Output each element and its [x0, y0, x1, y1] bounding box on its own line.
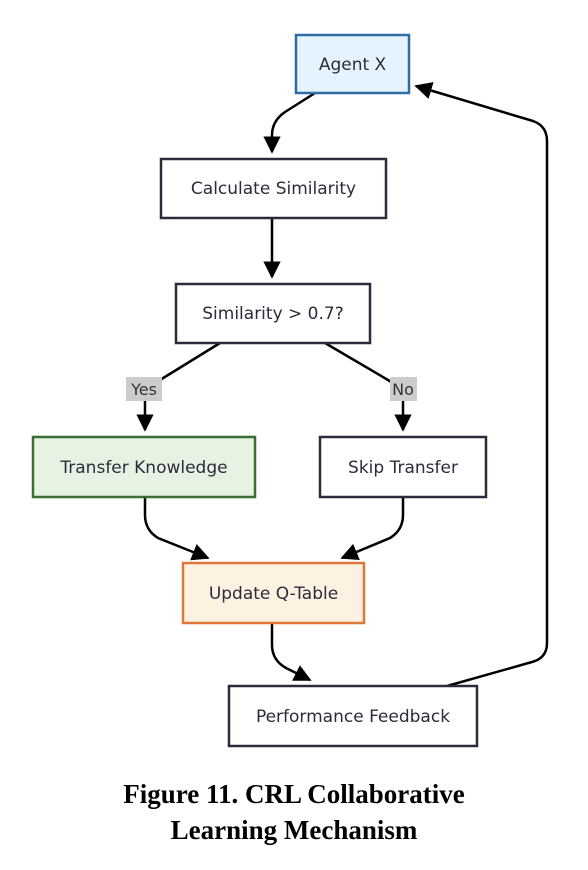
svg-text:Update Q-Table: Update Q-Table: [209, 584, 338, 604]
node-calculate-similarity: Calculate Similarity: [159, 157, 388, 220]
svg-text:Calculate Similarity: Calculate Similarity: [191, 179, 356, 199]
svg-text:Skip Transfer: Skip Transfer: [348, 458, 458, 478]
svg-text:Agent X: Agent X: [319, 55, 387, 75]
svg-text:Yes: Yes: [130, 380, 157, 399]
edge-feedback-to-agent: [414, 82, 549, 688]
node-agent-x: Agent X: [294, 33, 411, 95]
edge-update-to-feedback: [270, 623, 312, 682]
node-skip-transfer: Skip Transfer: [318, 435, 488, 499]
edge-label-no: No: [390, 377, 417, 401]
svg-text:Similarity > 0.7?: Similarity > 0.7?: [202, 304, 344, 324]
edge-label-yes: Yes: [126, 377, 162, 401]
figure-caption-line-1: Figure 11. CRL Collaborative: [123, 779, 465, 809]
node-performance-feedback: Performance Feedback: [227, 684, 479, 748]
edge-agent-to-similarity: [263, 91, 316, 154]
svg-text:Transfer Knowledge: Transfer Knowledge: [59, 458, 227, 478]
node-transfer-knowledge: Transfer Knowledge: [31, 435, 257, 499]
svg-text:No: No: [392, 380, 414, 399]
edge-skip-to-update: [340, 497, 405, 561]
edge-transfer-to-update: [143, 497, 210, 561]
figure-caption-line-2: Learning Mechanism: [170, 815, 418, 845]
svg-text:Performance Feedback: Performance Feedback: [256, 707, 450, 727]
node-update-q-table: Update Q-Table: [181, 561, 366, 625]
node-similarity-decision: Similarity > 0.7?: [174, 282, 372, 345]
